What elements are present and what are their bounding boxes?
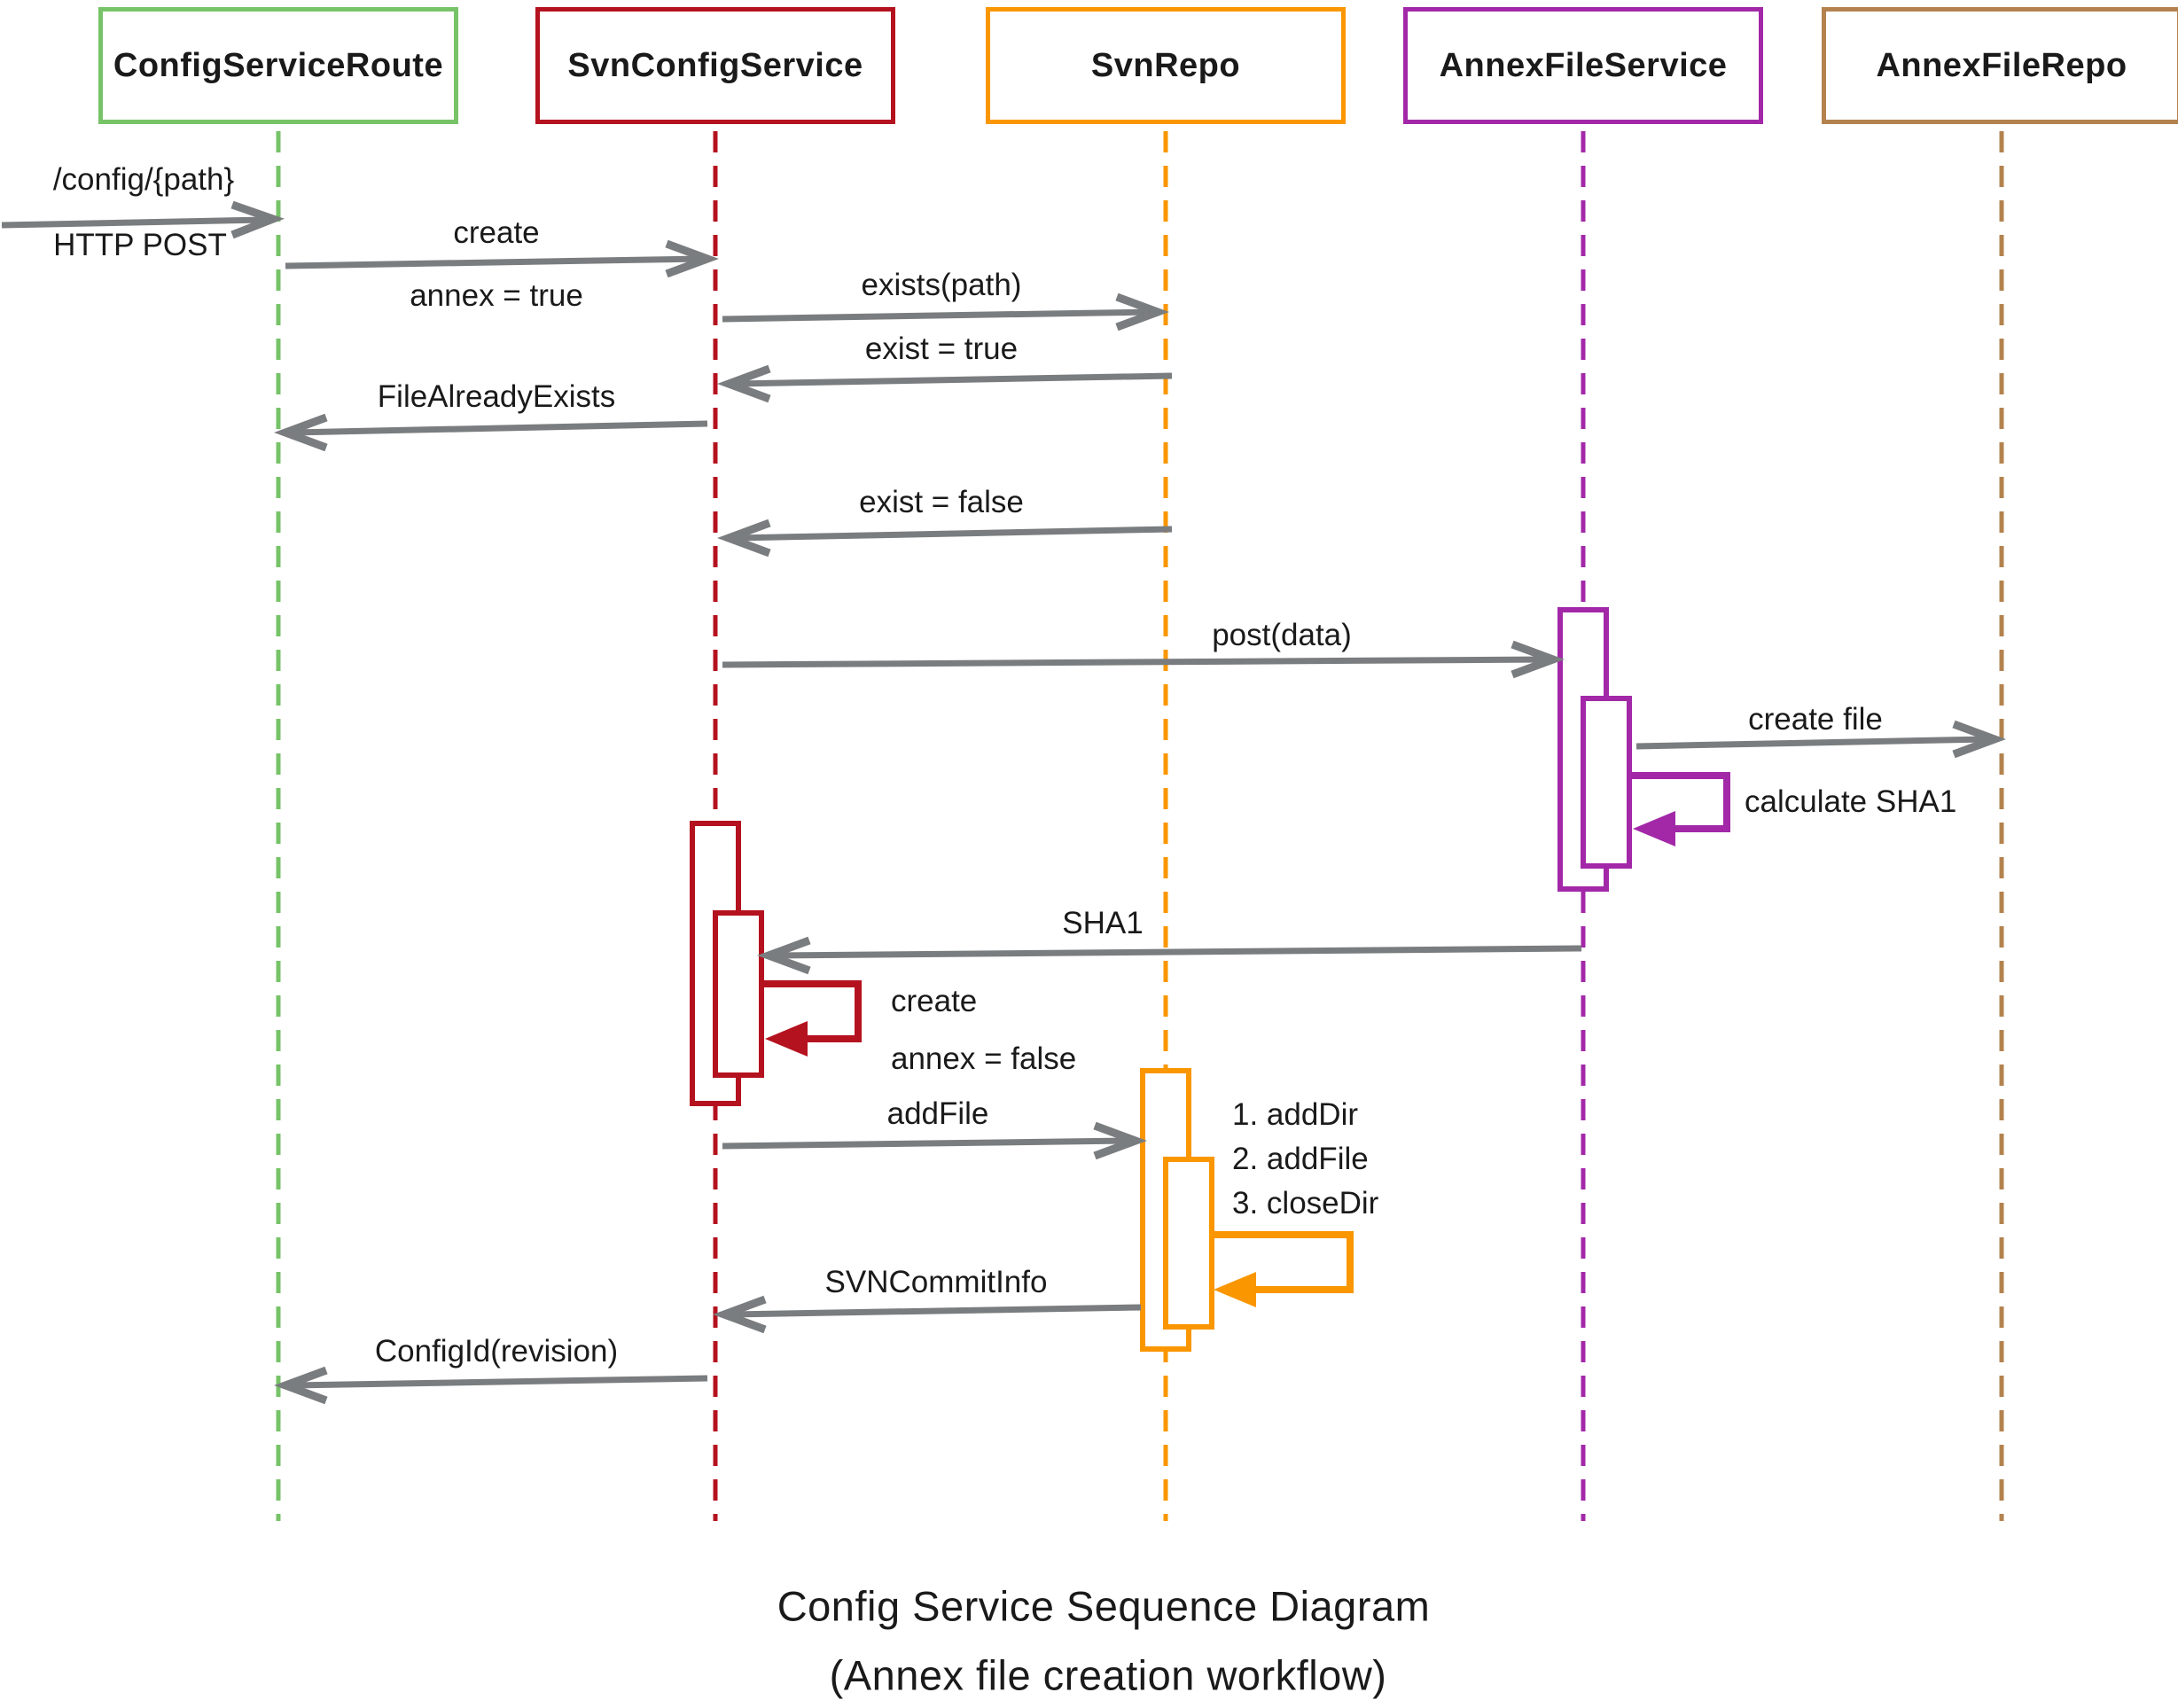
label-annex-true: annex = true <box>410 278 583 313</box>
activation-svn-config-service-inner <box>713 910 764 1078</box>
label-svn-step-1: 1. addDir <box>1232 1097 1359 1132</box>
self-loop-svn-steps <box>1214 1231 1354 1307</box>
label-exists-path: exists(path) <box>861 268 1022 302</box>
label-svn-commit-info: SVNCommitInfo <box>824 1265 1048 1299</box>
label-post-data: post(data) <box>1212 618 1352 652</box>
diagram-subtitle: (Annex file creation workflow) <box>829 1651 1387 1699</box>
label-add-file: addFile <box>886 1096 989 1131</box>
arrow-add-file <box>722 1121 1147 1160</box>
arrow-exist-false <box>717 519 1173 558</box>
participant-annex-file-service: AnnexFileService <box>1403 7 1763 124</box>
arrow-svn-commit-info <box>713 1295 1142 1334</box>
label-request-method: HTTP POST <box>53 228 227 262</box>
arrow-create-file <box>1635 720 2006 759</box>
arrow-create-annex-true <box>285 239 719 278</box>
label-create-file: create file <box>1748 702 1883 737</box>
label-exist-true: exist = true <box>864 331 1019 366</box>
label-create-self: create <box>891 984 978 1018</box>
activation-svn-repo-inner <box>1163 1157 1214 1330</box>
diagram-title: Config Service Sequence Diagram <box>777 1582 1431 1630</box>
label-create: create <box>453 215 540 250</box>
label-request-path: /config/{path} <box>52 162 235 197</box>
participant-svn-config-service: SvnConfigService <box>535 7 895 124</box>
self-loop-calculate-sha1 <box>1631 772 1730 846</box>
label-svn-step-2: 2. addFile <box>1232 1142 1369 1176</box>
participant-label: SvnRepo <box>1090 46 1241 84</box>
participant-label: SvnConfigService <box>567 46 863 84</box>
label-file-already-exists: FileAlreadyExists <box>377 379 616 414</box>
self-loop-create-annex-false <box>763 980 862 1057</box>
label-sha1: SHA1 <box>1062 906 1144 940</box>
activation-annex-file-service-inner <box>1581 696 1632 869</box>
participant-annex-file-repo: AnnexFileRepo <box>1822 7 2178 124</box>
arrow-file-already-exists <box>274 413 708 452</box>
participant-config-service-route: ConfigServiceRoute <box>98 7 458 124</box>
label-config-id: ConfigId(revision) <box>374 1334 619 1369</box>
label-calculate-sha1: calculate SHA1 <box>1745 784 1957 819</box>
label-annex-false: annex = false <box>891 1041 1077 1076</box>
arrow-post-data <box>722 640 1565 679</box>
participant-label: ConfigServiceRoute <box>113 46 444 84</box>
arrow-sha1 <box>757 936 1582 975</box>
label-exist-false: exist = false <box>859 485 1024 519</box>
arrow-exists-path <box>722 292 1169 331</box>
arrow-exist-true <box>717 364 1173 403</box>
arrow-http-post-request <box>1 200 285 239</box>
label-svn-step-3: 3. closeDir <box>1232 1186 1379 1221</box>
participant-label: AnnexFileRepo <box>1876 46 2127 84</box>
participant-label: AnnexFileService <box>1439 46 1728 84</box>
arrow-config-id-revision <box>274 1366 708 1405</box>
participant-svn-repo: SvnRepo <box>986 7 1346 124</box>
